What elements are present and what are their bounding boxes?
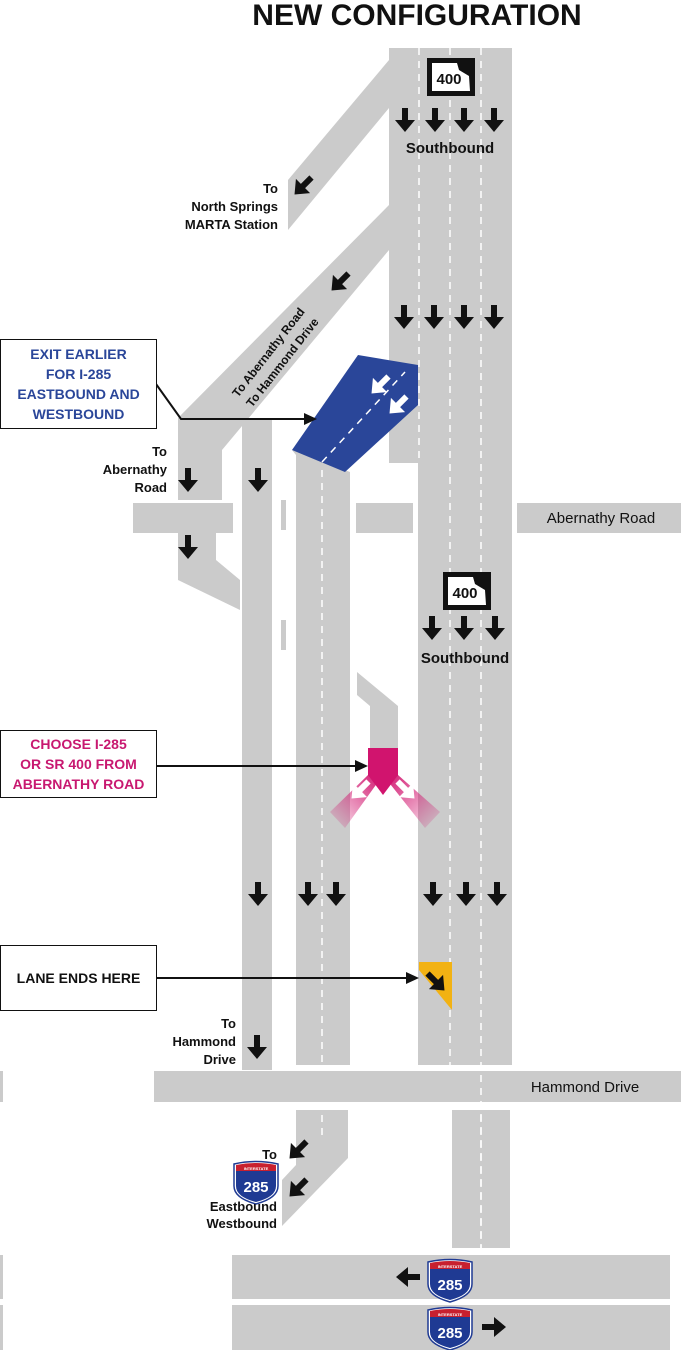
svg-text:To: To [263,181,278,196]
i285-westbound-left-stub [0,1255,3,1299]
magenta-split [330,748,440,828]
svg-text:285: 285 [243,1179,268,1196]
abernathy-road-label: Abernathy Road [547,510,655,527]
svg-text:To: To [152,444,167,459]
hammond-drive-left-stub [0,1071,3,1102]
svg-text:285: 285 [437,1277,462,1294]
blue-exit-ramp [292,355,418,472]
abernathy-road-mid [356,503,413,533]
svg-text:Hammond: Hammond [172,1034,236,1049]
hammond-drive-road [154,1071,681,1102]
svg-text:Abernathy: Abernathy [103,462,168,477]
lane-markings [321,48,482,1248]
svg-text:400: 400 [436,71,461,88]
sr400-shield-top: 400 [427,58,475,96]
callout-leaders [155,383,408,979]
sr400-shield-mid: 400 [443,572,491,610]
svg-text:Drive: Drive [203,1052,236,1067]
svg-text:INTERSTATE: INTERSTATE [438,1312,463,1317]
i285-shield-exit: 285 INTERSTATE [233,1160,279,1205]
choose-route-callout: CHOOSE I-285 OR SR 400 FROM ABERNATHY RO… [0,730,157,798]
exit-earlier-callout: EXIT EARLIER FOR I-285 EASTBOUND AND WES… [0,339,157,429]
abernathy-road-left [133,503,233,533]
i285-shield-westbound: 285 INTERSTATE [427,1258,473,1303]
page-title: NEW CONFIGURATION [252,0,581,32]
svg-text:INTERSTATE: INTERSTATE [244,1166,269,1171]
to-abernathy-label: To Abernathy Road [103,444,168,495]
i285-cd-lanes [292,450,350,1065]
svg-text:INTERSTATE: INTERSTATE [438,1264,463,1269]
i285-exit-ramp [282,1110,348,1226]
southbound-label-mid: Southbound [421,650,509,667]
hammond-collector [242,420,272,1070]
i285-shield-eastbound: 285 INTERSTATE [427,1306,473,1350]
svg-text:MARTA Station: MARTA Station [185,217,278,232]
svg-text:400: 400 [452,585,477,602]
i285-connector-gap [281,500,286,530]
i285-connector-gap2 [281,620,286,650]
i285-eastbound-left-stub [0,1305,3,1350]
svg-text:To: To [262,1147,277,1162]
abernathy-slip-ramp [357,672,398,760]
to-north-springs-label: To North Springs MARTA Station [185,181,278,232]
abernathy-ramp-down [178,420,222,500]
svg-text:285: 285 [437,1325,462,1342]
lane-ends-callout: LANE ENDS HERE [0,945,157,1011]
svg-text:Westbound: Westbound [206,1216,277,1231]
abernathy-road-right [517,503,681,533]
abernathy-hammond-ramp [178,205,389,450]
north-springs-ramp [288,60,389,230]
svg-text:Eastbound: Eastbound [210,1199,277,1214]
svg-text:North Springs: North Springs [191,199,278,214]
svg-text:To: To [221,1016,236,1031]
to-i285-label: To Eastbound Westbound [206,1147,277,1231]
southbound-label-top: Southbound [406,140,494,157]
lane-ends-arrow [425,971,445,991]
svg-text:Road: Road [135,480,168,495]
hammond-drive-label: Hammond Drive [531,1079,639,1096]
road-network [0,48,681,1350]
to-hammond-label: To Hammond Drive [172,1016,236,1067]
